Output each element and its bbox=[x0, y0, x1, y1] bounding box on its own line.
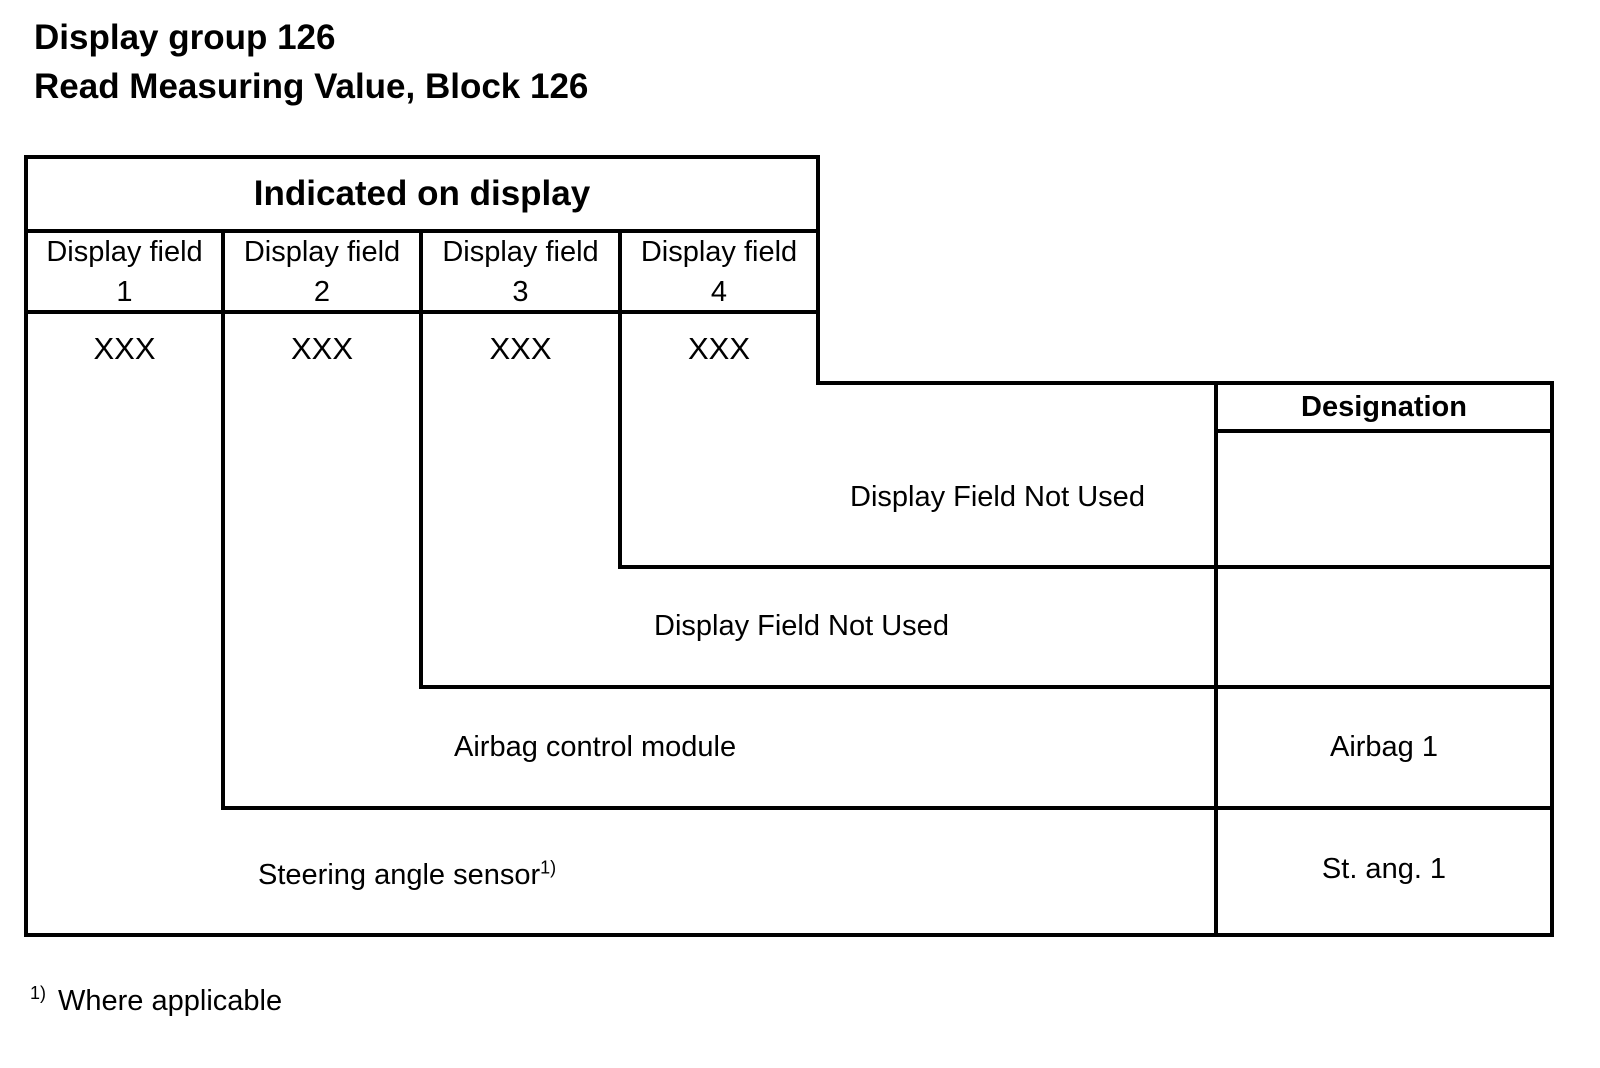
table-divider bbox=[419, 229, 423, 689]
page-title: Display group 126 bbox=[34, 18, 336, 57]
table-divider bbox=[221, 806, 1554, 810]
display-field-header-1: Display field 1 bbox=[28, 233, 221, 310]
designation-value-field-4 bbox=[1218, 433, 1550, 565]
table-border bbox=[1550, 381, 1554, 937]
designation-header: Designation bbox=[1301, 390, 1467, 423]
row-label-field-3: Display Field Not Used bbox=[654, 610, 949, 642]
display-field-header-4: Display field 4 bbox=[622, 233, 816, 310]
display-field-value-4: XXX bbox=[687, 331, 751, 366]
designation-value-field-2: Airbag 1 bbox=[1329, 731, 1438, 763]
display-field-number: 3 bbox=[512, 275, 529, 308]
display-field-number: 2 bbox=[313, 275, 331, 308]
designation-value-field-1: St. ang. 1 bbox=[1321, 852, 1447, 885]
row-label-text: Steering angle sensor bbox=[258, 859, 541, 891]
table-border bbox=[816, 381, 1554, 385]
table-divider bbox=[221, 229, 225, 810]
table-divider bbox=[1214, 429, 1554, 433]
display-field-label: Display field bbox=[640, 235, 798, 268]
designation-value-field-3 bbox=[1218, 569, 1550, 685]
display-field-value-2: XXX bbox=[290, 331, 354, 366]
row-label-field-1: Steering angle sensor1) bbox=[258, 857, 557, 892]
display-field-value-1: XXX bbox=[93, 331, 156, 366]
footnote-marker: 1) bbox=[540, 857, 557, 878]
row-label-field-4: Display Field Not Used bbox=[850, 481, 1145, 513]
row-label-field-2: Airbag control module bbox=[454, 731, 737, 763]
table-border bbox=[816, 155, 820, 385]
display-field-label: Display field bbox=[442, 235, 599, 268]
display-field-header-3: Display field 3 bbox=[423, 233, 618, 310]
table-border bbox=[24, 155, 28, 937]
table-divider bbox=[1214, 381, 1218, 937]
table-divider bbox=[419, 685, 1554, 689]
table-divider bbox=[618, 229, 622, 569]
footnote: 1) Where applicable bbox=[30, 983, 283, 1018]
indicated-on-display-header: Indicated on display bbox=[253, 174, 591, 213]
display-field-label: Display field bbox=[243, 235, 401, 268]
table-divider bbox=[618, 565, 1554, 569]
footnote-mark: 1) bbox=[30, 983, 47, 1004]
display-field-value-3: XXX bbox=[489, 331, 552, 366]
display-field-label: Display field bbox=[46, 235, 203, 268]
display-field-header-2: Display field 2 bbox=[225, 233, 419, 310]
display-field-number: 1 bbox=[116, 275, 133, 308]
page-subtitle: Read Measuring Value, Block 126 bbox=[34, 67, 589, 106]
footnote-text: Where applicable bbox=[58, 985, 283, 1017]
table-border bbox=[24, 155, 820, 159]
table-border bbox=[24, 933, 1554, 937]
display-field-number: 4 bbox=[710, 275, 728, 308]
